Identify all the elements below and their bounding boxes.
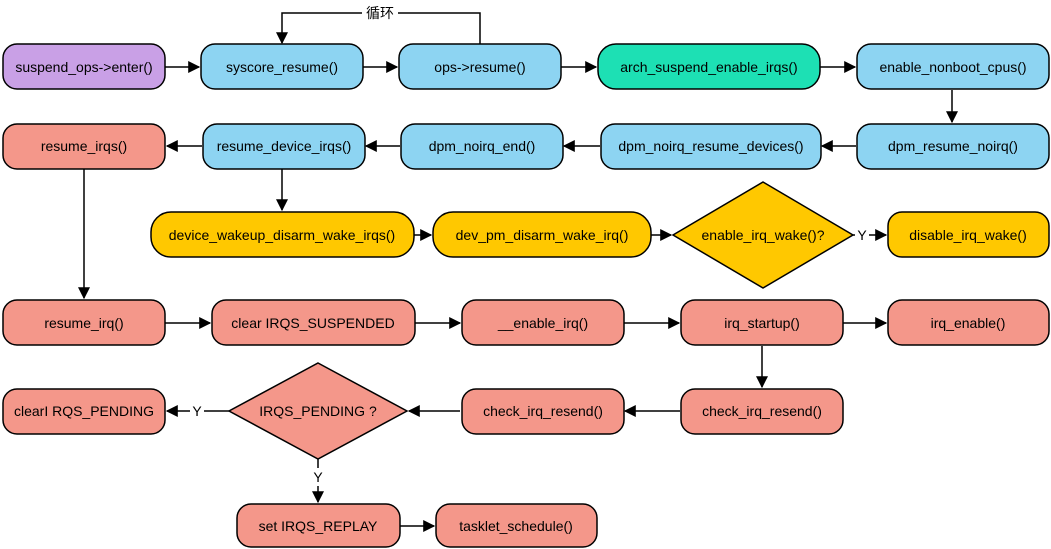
text-irqs-pending-decision: IRQS_PENDING ? <box>259 403 377 419</box>
text-irq-enable: irq_enable() <box>931 315 1006 331</box>
node-ops-resume <box>398 43 562 90</box>
node-enable-irq-inner <box>461 299 625 346</box>
node-tasklet-schedule <box>435 503 598 548</box>
node-irq-enable <box>887 299 1050 346</box>
node-resume-device-irqs <box>202 123 366 170</box>
node-disable-irq-wake <box>887 211 1050 258</box>
text-device-wakeup-disarm: device_wakeup_disarm_wake_irqs() <box>169 227 395 243</box>
text-set-replay: set IRQS_REPLAY <box>259 518 378 534</box>
text-dpm-noirq-resume-devices: dpm_noirq_resume_devices() <box>618 138 803 154</box>
text-irq-startup: irq_startup() <box>724 315 799 331</box>
node-enable-nonboot <box>856 43 1050 90</box>
node-dpm-noirq-end <box>400 123 564 170</box>
text-check-irq-resend-2: check_irq_resend() <box>483 403 603 419</box>
node-resume-irq <box>2 299 166 346</box>
text-arch-enable-irqs: arch_suspend_enable_irqs() <box>620 59 797 75</box>
text-ops-resume: ops->resume() <box>434 59 525 75</box>
yes-label-wake: Y <box>857 227 867 243</box>
text-disable-irq-wake: disable_irq_wake() <box>909 227 1027 243</box>
connectors <box>78 12 958 532</box>
node-resume-irqs <box>2 123 166 170</box>
node-clear-suspended <box>211 299 416 346</box>
node-check-irq-resend-1 <box>680 388 844 435</box>
node-dev-pm-disarm <box>432 211 652 258</box>
text-resume-irq: resume_irq() <box>44 315 123 331</box>
node-labels: suspend_ops->enter() syscore_resume() op… <box>14 59 1027 534</box>
loop-label: 循环 <box>366 5 394 21</box>
text-dev-pm-disarm: dev_pm_disarm_wake_irq() <box>456 227 629 243</box>
text-dpm-noirq-end: dpm_noirq_end() <box>429 138 536 154</box>
text-suspend-enter: suspend_ops->enter() <box>15 59 152 75</box>
node-irqs-pending-decision <box>227 362 409 460</box>
text-dpm-resume-noirq: dpm_resume_noirq() <box>888 138 1018 154</box>
text-resume-irqs: resume_irqs() <box>41 138 127 154</box>
node-clear-pending <box>2 388 166 435</box>
text-tasklet-schedule: tasklet_schedule() <box>459 518 573 534</box>
node-dpm-noirq-resume-devices <box>600 123 822 170</box>
node-device-wakeup-disarm <box>150 211 415 258</box>
text-check-irq-resend-1: check_irq_resend() <box>702 403 822 419</box>
nodes <box>2 43 1050 548</box>
text-resume-device-irqs: resume_device_irqs() <box>217 138 352 154</box>
node-suspend-enter <box>2 43 166 90</box>
yes-label-pending-left: Y <box>192 403 202 419</box>
text-syscore-resume: syscore_resume() <box>226 59 338 75</box>
edge-labels: 循环 Y Y Y <box>190 3 869 486</box>
text-clear-pending: clearI RQS_PENDING <box>14 403 154 419</box>
text-enable-nonboot: enable_nonboot_cpus() <box>879 59 1026 75</box>
node-irq-startup <box>680 299 844 346</box>
yes-label-pending-down: Y <box>313 469 323 485</box>
node-set-replay <box>236 503 401 548</box>
text-clear-suspended: clear IRQS_SUSPENDED <box>231 315 394 331</box>
node-arch-enable-irqs <box>597 43 821 90</box>
node-enable-irq-wake-decision <box>671 181 855 289</box>
node-check-irq-resend-2 <box>461 388 625 435</box>
node-syscore-resume <box>200 43 364 90</box>
text-enable-irq-wake-decision: enable_irq_wake()? <box>702 227 825 243</box>
text-enable-irq-inner: __enable_irq() <box>497 315 588 331</box>
node-dpm-resume-noirq <box>856 123 1050 170</box>
